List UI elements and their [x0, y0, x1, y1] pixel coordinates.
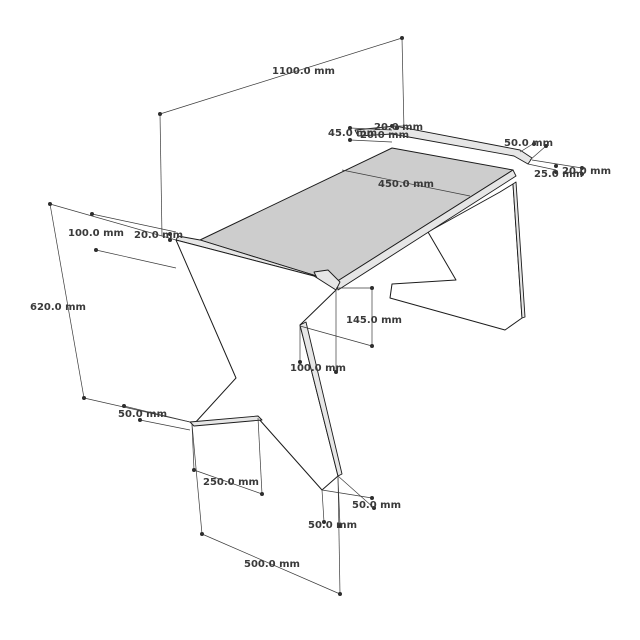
label-side-top-offset: 100.0 mm [68, 228, 124, 239]
left-side-panel [175, 239, 339, 491]
dimension-lines [48, 36, 584, 596]
label-rear-thickness: 20.0 mm [360, 130, 409, 141]
label-rear-offset: 45.0 mm [328, 128, 377, 139]
label-notch-height: 145.0 mm [346, 315, 402, 326]
label-foot-length: 250.0 mm [203, 477, 259, 488]
label-base-length: 500.0 mm [244, 559, 300, 570]
label-width-total: 1100.0 mm [272, 66, 335, 77]
label-foot-offset-right: 50.0 mm [352, 500, 401, 511]
label-back-rail-height: 25.0 mm [534, 169, 583, 180]
label-notch-depth: 100.0 mm [290, 363, 346, 374]
left-side-panel-edge [299, 321, 343, 477]
label-foot-offset-left: 50.0 mm [118, 409, 167, 420]
label-height-total: 620.0 mm [30, 302, 86, 313]
left-foot-edge [189, 415, 263, 427]
label-side-thickness: 20.0 mm [134, 230, 183, 241]
label-depth-top: 450.0 mm [378, 179, 434, 190]
label-rear-gap: 20.0 mm [374, 122, 423, 133]
right-side-panel-edge [512, 181, 526, 319]
label-foot-thickness: 50.0 mm [308, 520, 357, 531]
dimension-labels: 1100.0 mm 20.0 mm 45.0 mm 20.0 mm 50.0 m… [30, 66, 611, 570]
label-back-rail-thickness: 20.0 mm [562, 166, 611, 177]
label-back-rail-offset: 50.0 mm [504, 138, 553, 149]
